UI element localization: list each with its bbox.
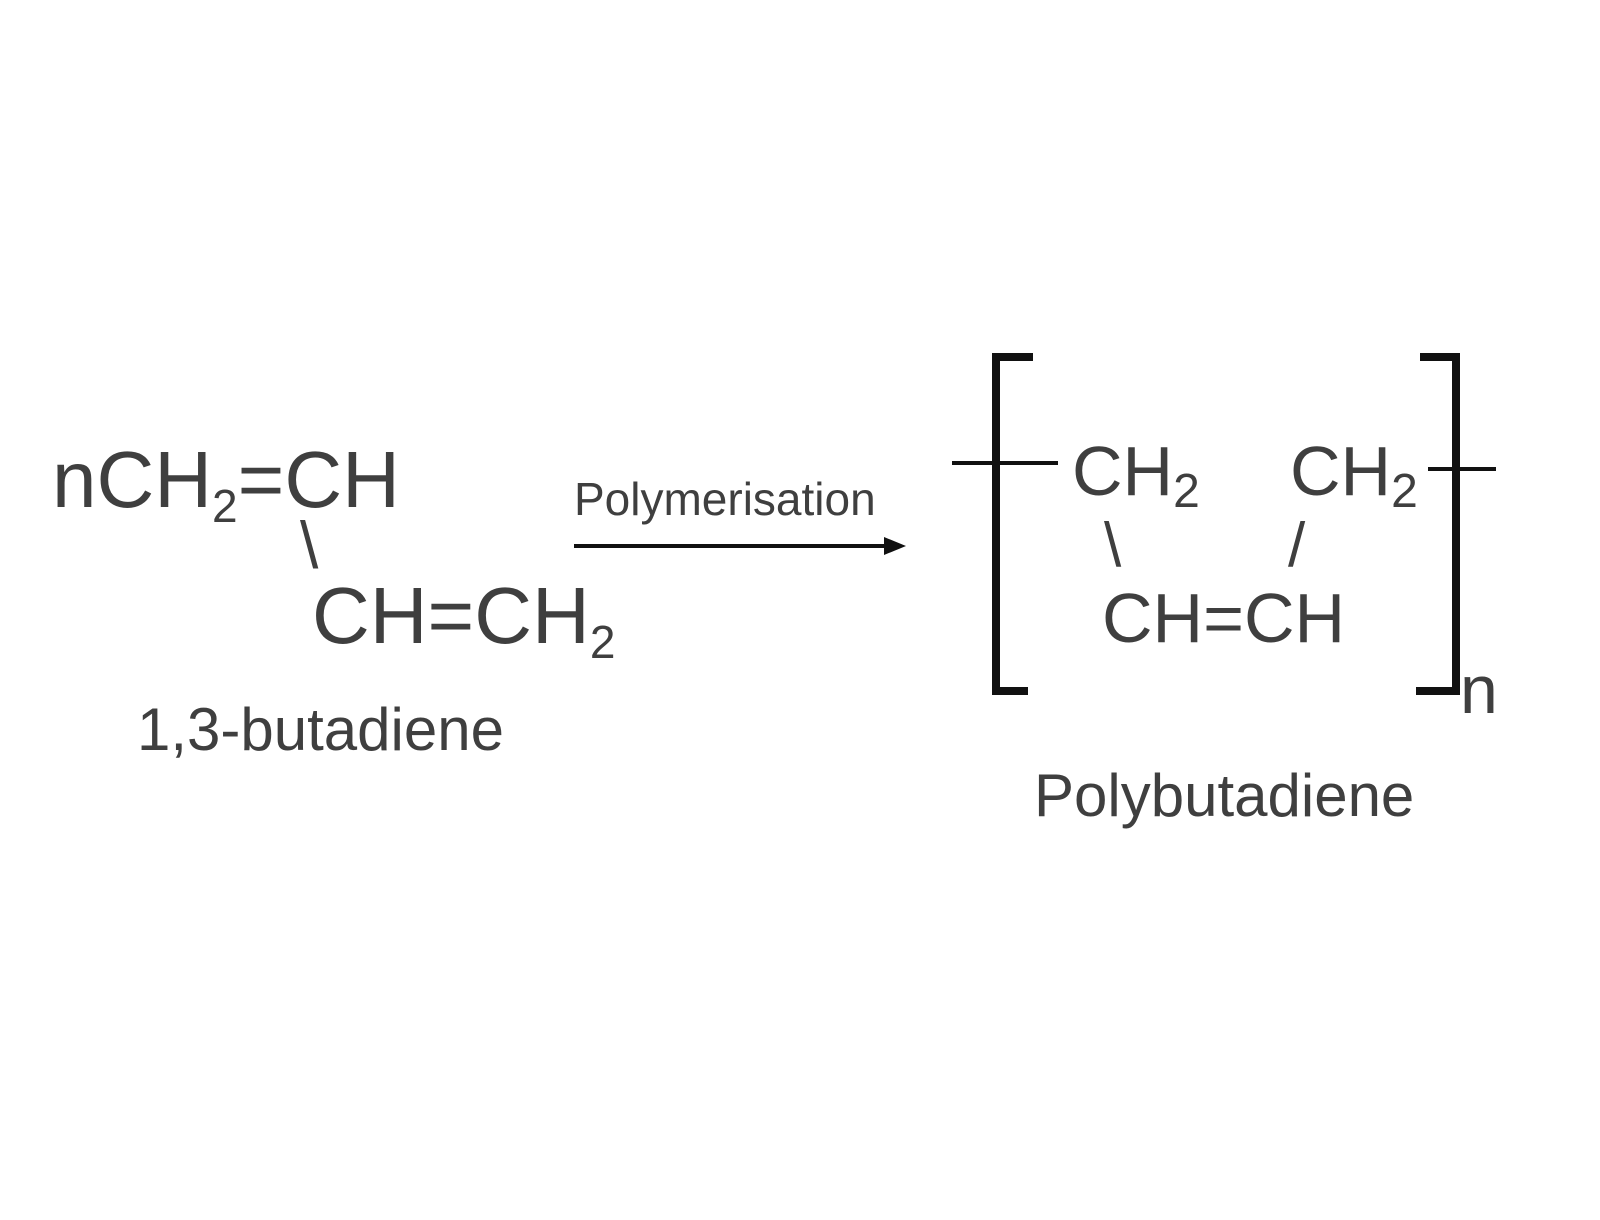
product-right-subscript: 2 [1391, 465, 1418, 519]
reactant-bond: \ [300, 508, 319, 582]
arrow-head [884, 537, 906, 555]
product-bond-right: / [1288, 511, 1306, 580]
reactant-line2-subscript: 2 [589, 615, 616, 668]
product-right-ch: CH [1290, 432, 1392, 510]
repeat-subscript: n [1460, 652, 1498, 728]
reactant-line1-prefix: nCH [52, 435, 213, 524]
left-bracket [992, 353, 1033, 695]
product-left-ch: CH [1072, 432, 1174, 510]
reactant-line2-prefix: CH=CH [312, 571, 590, 660]
product-left-ch2: CH2 [1072, 436, 1200, 516]
arrow-label: Polymerisation [574, 473, 876, 525]
reactant-line1-subscript: 2 [212, 479, 238, 532]
product-left-subscript: 2 [1173, 465, 1200, 519]
reactant-line-2: CH=CH2 [312, 576, 615, 665]
product-name: Polybutadiene [1034, 762, 1415, 829]
right-bracket [1416, 353, 1460, 695]
product-right-ch2: CH2 [1290, 436, 1418, 516]
reaction-arrow [574, 537, 906, 555]
product-middle: CH=CH [1102, 579, 1346, 657]
product-bond-left: \ [1104, 511, 1122, 580]
reactant-line1-suffix: =CH [237, 435, 400, 524]
reactant-line-1: nCH2=CH [52, 440, 400, 529]
reactant-name: 1,3-butadiene [137, 696, 504, 763]
